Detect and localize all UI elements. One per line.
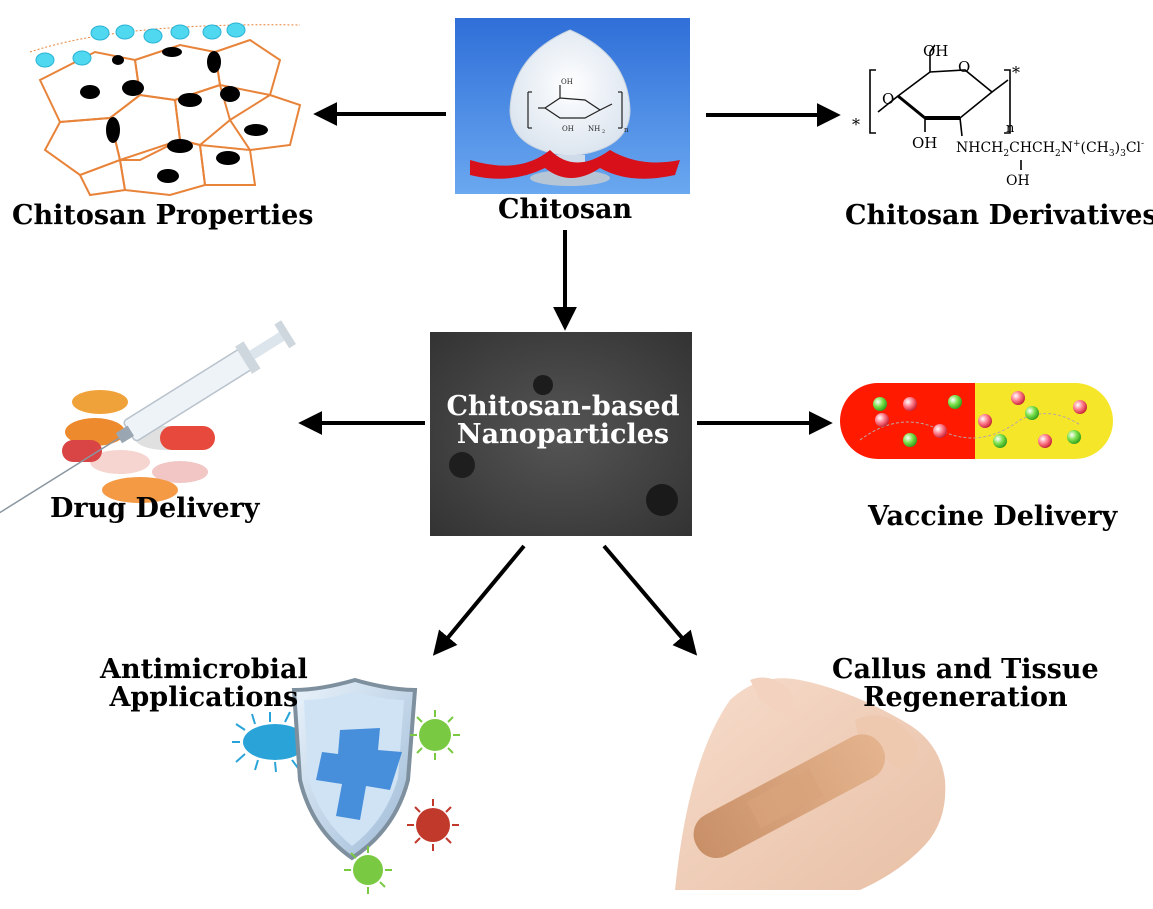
deriv-star-left: * bbox=[852, 115, 860, 134]
vaccine-capsule bbox=[840, 383, 1113, 459]
nanoparticles-label-line2: Nanoparticles bbox=[456, 419, 670, 450]
vaccine-particles bbox=[873, 391, 1087, 448]
green-microbe-top bbox=[410, 710, 460, 760]
green-microbe-bottom bbox=[344, 846, 392, 894]
chain-cl: Cl bbox=[1126, 140, 1142, 156]
chain-b-sub: 2 bbox=[1055, 149, 1061, 159]
deriv-star-right: * bbox=[1012, 63, 1020, 82]
chitosan-label: Chitosan bbox=[498, 194, 633, 225]
molecule-n-label: n bbox=[624, 126, 629, 134]
chitosan-photo: OH OH NH 2 n bbox=[455, 18, 690, 194]
chain-a: NHCH bbox=[956, 140, 1003, 156]
deriv-n-label: n bbox=[1006, 121, 1015, 136]
regeneration-label-line1: Callus and Tissue bbox=[832, 654, 1099, 685]
cells-illustration bbox=[29, 22, 302, 197]
chitosan-properties-label: Chitosan Properties bbox=[12, 200, 314, 231]
chain-minus: - bbox=[1141, 139, 1144, 149]
antimicrobial-label-line2: Applications bbox=[109, 682, 299, 713]
syringe-pills-illustration bbox=[0, 320, 296, 518]
antimicrobial-label-line1: Antimicrobial bbox=[100, 654, 308, 685]
hand-bandage-illustration bbox=[675, 677, 946, 890]
shield-microbes-illustration bbox=[232, 677, 460, 894]
deriv-side-chain: NHCH2CHCH2N+(CH3)3Cl- bbox=[956, 139, 1144, 159]
molecule-nh2-label: NH bbox=[588, 125, 600, 133]
arrow-to-antimicrobial bbox=[432, 544, 526, 656]
drug-delivery-label: Drug Delivery bbox=[50, 493, 260, 524]
nanoparticles-label-line1: Chitosan-based bbox=[446, 391, 680, 422]
chain-methyl-sub2: 3 bbox=[1120, 149, 1126, 159]
chain-methyl-close: ) bbox=[1115, 140, 1120, 156]
chain-n: N bbox=[1061, 140, 1073, 156]
deriv-oh-bottom: OH bbox=[1006, 173, 1030, 189]
chain-a-sub: 2 bbox=[1003, 149, 1009, 159]
derivative-structure: O O OH OH n * * NHCH2CHCH2N+(CH3)3Cl- OH bbox=[852, 42, 1144, 189]
deriv-oh-top: OH bbox=[923, 42, 948, 60]
antimicrobial-label: Antimicrobial Applications bbox=[100, 656, 308, 712]
chain-methyl-sub: 3 bbox=[1109, 149, 1115, 159]
deriv-oh-left: OH bbox=[912, 134, 937, 152]
regeneration-label-line2: Regeneration bbox=[863, 682, 1068, 713]
nanoparticle-micrograph bbox=[430, 332, 692, 536]
molecule-nh2-sub: 2 bbox=[602, 129, 605, 135]
ring-oxygen: O bbox=[958, 58, 970, 76]
chain-plus: + bbox=[1073, 139, 1081, 149]
arrows bbox=[298, 102, 841, 656]
nanoparticles-label: Chitosan-based Nanoparticles bbox=[432, 393, 694, 449]
ring-oxygen-left: O bbox=[882, 90, 894, 108]
regeneration-label: Callus and Tissue Regeneration bbox=[832, 656, 1099, 712]
chitosan-derivatives-label: Chitosan Derivatives bbox=[845, 200, 1153, 231]
water-beads bbox=[35, 22, 246, 68]
chain-b: CHCH bbox=[1009, 140, 1055, 156]
blue-microbe bbox=[232, 711, 311, 773]
chitosan-molecule bbox=[527, 85, 623, 129]
chain-methyl: (CH bbox=[1081, 140, 1109, 156]
arrow-to-regeneration bbox=[602, 544, 698, 656]
molecule-oh-label: OH bbox=[561, 78, 573, 86]
vaccine-delivery-label: Vaccine Delivery bbox=[868, 501, 1118, 532]
red-microbe bbox=[407, 799, 459, 851]
molecule-oh-label-2: OH bbox=[562, 125, 574, 133]
